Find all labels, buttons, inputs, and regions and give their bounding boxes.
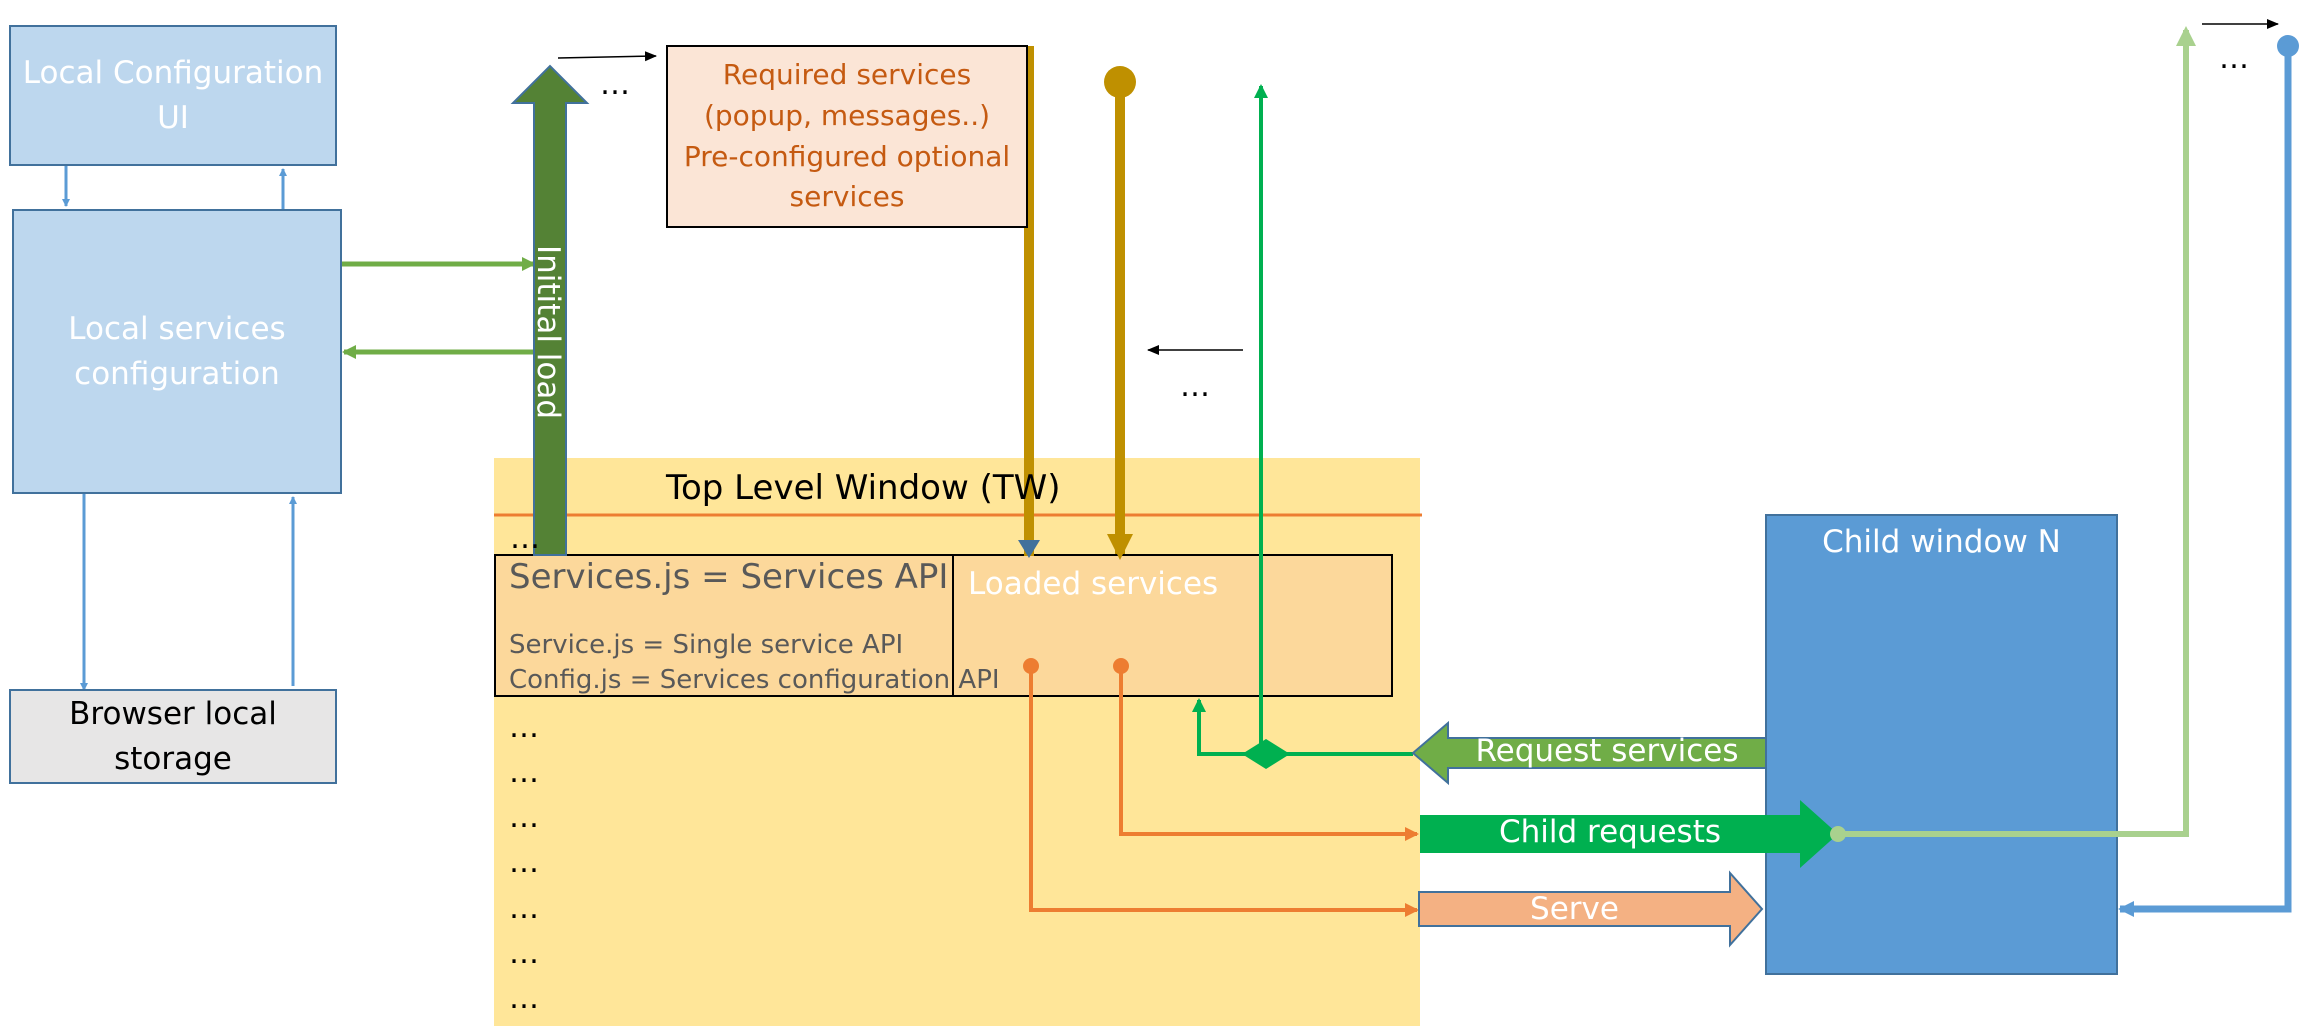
ellipsis-middle: … <box>1180 369 1210 404</box>
initial-load-label: Initital load <box>530 245 566 420</box>
ellipsis-right: … <box>2219 41 2249 76</box>
ellipsis-list-5: … <box>509 891 539 926</box>
loaded-services-label: Loaded services <box>968 566 1219 602</box>
request-services-label: Request services <box>1475 733 1739 769</box>
child-requests-arrow <box>1420 800 1838 868</box>
ellipsis-list-2: … <box>509 755 539 790</box>
required-services-box: Required services (popup, messages..) Pr… <box>666 45 1028 228</box>
light-green-up-line <box>1838 26 2196 837</box>
initial-load-arrow <box>510 64 590 556</box>
local-services-config-box: Local services configuration <box>12 209 342 494</box>
services-api-label: Services.js = Services API <box>509 557 949 597</box>
ellipsis-list-3: … <box>509 800 539 835</box>
child-window-box <box>1765 514 2118 975</box>
config-api-label: Config.js = Services configuration API <box>509 665 1000 695</box>
single-service-api-label: Service.js = Single service API <box>509 630 904 660</box>
serve-label: Serve <box>1530 891 1619 927</box>
child-requests-label: Child requests <box>1498 814 1722 850</box>
child-requests-orange-line <box>1119 666 1419 841</box>
child-window-label: Child window N <box>1822 524 2061 560</box>
ellipsis-tw-header: … <box>510 521 540 556</box>
browser-storage-box: Browser local storage <box>9 689 337 784</box>
gold-start-dot <box>1104 66 1136 98</box>
request-diamond <box>1242 739 1290 769</box>
required-to-services-arrowhead <box>1018 540 1040 558</box>
local-config-ui-label: Local Configuration UI <box>22 54 324 136</box>
ellipsis-top: … <box>600 67 630 102</box>
ellipsis-list-1: … <box>509 710 539 745</box>
top-level-window-title: Top Level Window (TW) <box>666 468 1061 508</box>
serve-orange-line <box>1029 666 1419 917</box>
required-services-label: Required services (popup, messages..) Pr… <box>683 58 1011 214</box>
serve-arrow <box>1418 870 1764 948</box>
local-config-ui-box: Local Configuration UI <box>9 25 337 166</box>
ellipsis-list-4: … <box>509 845 539 880</box>
ellipsis-list-6: … <box>509 936 539 971</box>
ellipsis-list-7: … <box>509 981 539 1016</box>
blue-return-line <box>2118 46 2292 917</box>
small-arrow-top <box>557 51 657 62</box>
services-api-box <box>494 554 954 697</box>
top-level-window-bg <box>494 458 1420 1026</box>
loaded-services-box <box>952 554 1393 697</box>
request-to-loaded-line <box>1192 698 1413 756</box>
local-services-config-label: Local services configuration <box>68 310 286 392</box>
browser-storage-label: Browser local storage <box>69 695 277 777</box>
request-services-arrow <box>1411 720 1767 786</box>
